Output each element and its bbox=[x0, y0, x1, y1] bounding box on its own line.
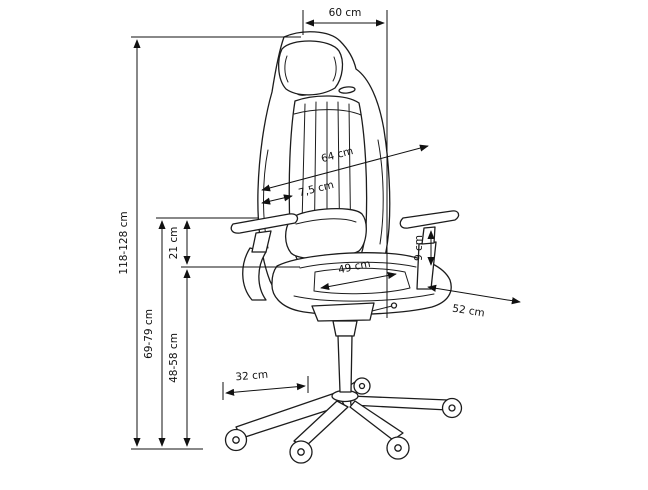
harness-slot-right bbox=[338, 86, 356, 94]
dim-armrest-above-seat-label: 21 cm bbox=[168, 227, 180, 260]
casters bbox=[224, 377, 463, 464]
gas-lift bbox=[331, 320, 359, 403]
dim-seat-height-label: 48-58 cm bbox=[168, 333, 180, 383]
dim-top-width-label: 60 cm bbox=[329, 7, 362, 19]
left-armrest bbox=[230, 213, 299, 253]
dim-top-width: 60 cm bbox=[302, 7, 388, 318]
dim-seat-height: 48-58 cm bbox=[168, 269, 191, 447]
dim-seat-depth: 52 cm bbox=[427, 284, 521, 320]
dim-total-height: 118-128 cm bbox=[118, 36, 301, 450]
caster-front-right bbox=[386, 436, 410, 460]
caster-back bbox=[353, 377, 371, 395]
dim-base-leg: 32 cm bbox=[222, 369, 309, 400]
dim-armrest-height: 69-79 cm bbox=[143, 217, 258, 447]
dim-armrest-pad-height-label: 9 cm bbox=[413, 235, 425, 261]
caster-right bbox=[441, 397, 463, 419]
caster-left bbox=[224, 428, 248, 452]
chair-headrest-pillow bbox=[278, 40, 344, 96]
caster-front-left bbox=[289, 440, 313, 464]
chair-lumbar-pillow bbox=[284, 207, 367, 260]
chair-illustration bbox=[224, 31, 463, 464]
dim-armrest-pad-height: 9 cm bbox=[413, 230, 435, 266]
dim-armrest-height-label: 69-79 cm bbox=[143, 309, 155, 359]
left-armrest-bracket bbox=[242, 247, 267, 301]
dim-armrest-above-seat: 21 cm bbox=[168, 220, 300, 268]
dim-seat-depth-label: 52 cm bbox=[451, 303, 485, 320]
seat-mechanism bbox=[311, 302, 398, 322]
dim-base-leg-label: 32 cm bbox=[235, 369, 269, 384]
dim-total-height-label: 118-128 cm bbox=[118, 211, 130, 274]
